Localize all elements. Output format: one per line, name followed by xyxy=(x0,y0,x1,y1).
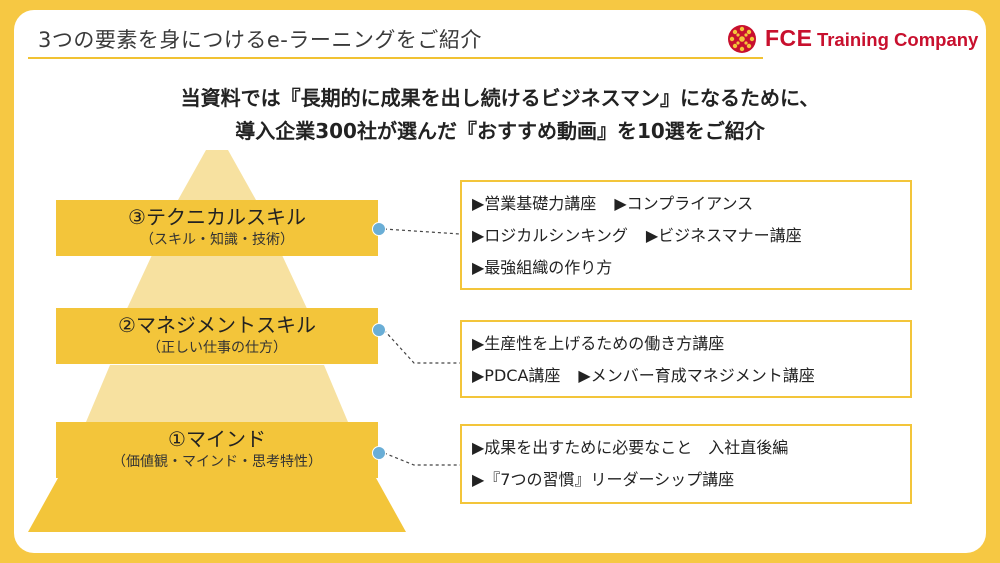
logo-wordmark: FCE Training Company xyxy=(765,25,978,52)
headline-line-2: 導入企業300社が選んだ『おすすめ動画』を10選をご紹介 xyxy=(235,119,765,143)
connector-lines xyxy=(383,228,461,466)
course-item: ▶最強組織の作り方 xyxy=(472,258,613,277)
pyramid-tier-top xyxy=(178,150,256,200)
logo-company-text: Training Company xyxy=(816,29,979,50)
level-name: ①マインド xyxy=(168,427,266,451)
course-item: ▶コンプライアンス xyxy=(614,194,754,213)
course-item: ▶PDCA講座 xyxy=(472,366,561,385)
course-item: ▶生産性を上げるための働き方講座 xyxy=(472,334,725,353)
fce-logo: FCE Training Company xyxy=(725,22,979,56)
course-item: ▶成果を出すために必要なこと 入社直後編 xyxy=(472,438,789,457)
level-subtitle: （価値観・マインド・思考特性） xyxy=(112,454,322,470)
connector-dot-technical xyxy=(372,222,386,236)
course-item: ▶ロジカルシンキング xyxy=(472,226,628,245)
course-row: ▶ロジカルシンキング ▶ビジネスマナー講座 xyxy=(472,220,900,252)
connector-line-mind xyxy=(383,452,460,466)
course-row: ▶『7つの習慣』リーダーシップ講座 xyxy=(472,464,900,496)
course-item: ▶営業基礎力講座 xyxy=(472,194,597,213)
level-name: ③テクニカルスキル xyxy=(128,205,306,229)
pyramid-tier-base xyxy=(28,478,406,532)
course-item: ▶『7つの習慣』リーダーシップ講座 xyxy=(472,470,735,489)
slide-panel: 3つの要素を身につけるe-ラーニングをご紹介 FCE Training Comp… xyxy=(14,10,986,553)
course-item: ▶ビジネスマナー講座 xyxy=(645,226,802,245)
course-box-management: ▶生産性を上げるための働き方講座 ▶PDCA講座 ▶メンバー育成マネジメント講座 xyxy=(460,320,912,398)
headline-line-1: 当資料では『長期的に成果を出し続けるビジネスマン』になるために、 xyxy=(180,86,820,110)
course-item: ▶メンバー育成マネジメント講座 xyxy=(578,366,815,385)
level-name: ②マネジメントスキル xyxy=(118,313,316,337)
connector-line-technical xyxy=(383,228,461,235)
pyramid-tier-2 xyxy=(124,255,310,315)
course-row: ▶PDCA講座 ▶メンバー育成マネジメント講座 xyxy=(472,360,900,392)
course-row: ▶最強組織の作り方 xyxy=(472,252,900,284)
course-box-technical: ▶営業基礎力講座 ▶コンプライアンス ▶ロジカルシンキング ▶ビジネスマナー講座 ▶… xyxy=(460,180,912,290)
logo-mark-text: FCE xyxy=(765,25,813,51)
connector-dot-mind xyxy=(372,446,386,460)
course-row: ▶営業基礎力講座 ▶コンプライアンス xyxy=(472,188,900,220)
fce-logo-mark-icon xyxy=(728,25,756,53)
course-box-mind: ▶成果を出すために必要なこと 入社直後編 ▶『7つの習慣』リーダーシップ講座 xyxy=(460,424,912,504)
level-band-management: ②マネジメントスキル （正しい仕事の仕方） xyxy=(56,308,378,364)
pyramid-graphic xyxy=(28,150,406,532)
title-underline xyxy=(28,57,763,59)
connector-line-management xyxy=(383,329,460,364)
pyramid-tier-3 xyxy=(86,365,348,422)
course-row: ▶成果を出すために必要なこと 入社直後編 xyxy=(472,432,900,464)
level-subtitle: （スキル・知識・技術） xyxy=(140,232,294,248)
level-band-technical: ③テクニカルスキル （スキル・知識・技術） xyxy=(56,200,378,256)
level-subtitle: （正しい仕事の仕方） xyxy=(147,340,287,356)
slide-title: 3つの要素を身につけるe-ラーニングをご紹介 xyxy=(38,28,482,52)
level-band-mind: ①マインド （価値観・マインド・思考特性） xyxy=(56,422,378,478)
connector-dot-management xyxy=(372,323,386,337)
course-row: ▶生産性を上げるための働き方講座 xyxy=(472,328,900,360)
